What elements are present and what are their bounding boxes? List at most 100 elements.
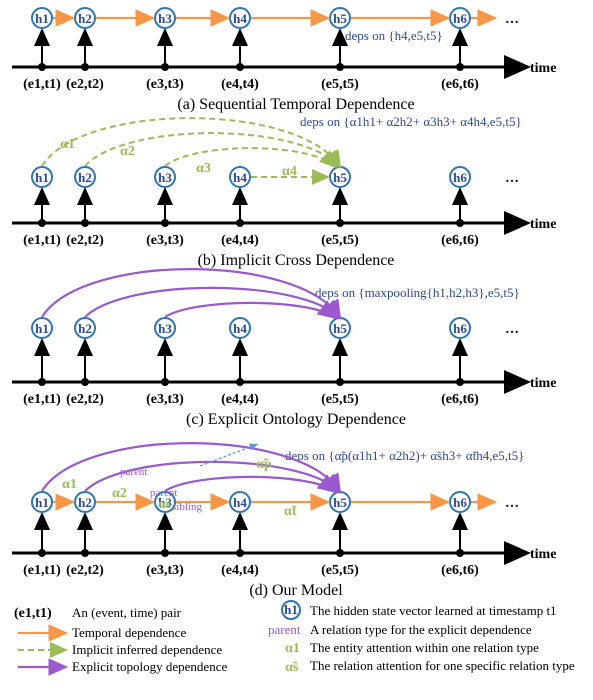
- hidden-state-node: [74, 166, 96, 188]
- explicit-arrow: [164, 300, 338, 320]
- event-time-label: (e1,t1): [23, 563, 61, 578]
- time-axis-label: time: [530, 217, 556, 232]
- hidden-state-label: h4: [233, 321, 247, 336]
- event-dot: [236, 549, 244, 557]
- event-time-label: (e5,t5): [321, 392, 359, 407]
- explicit-arrow: [84, 286, 342, 320]
- hidden-state-node: [449, 317, 471, 339]
- legend-alpha-text: The entity attention within one relation…: [310, 640, 539, 655]
- hidden-state-label: h3: [158, 321, 172, 336]
- dependency-formula: deps on {α1h1+ α2h2+ α3h3+ α4h4,e5,t5}: [300, 114, 522, 129]
- event-time-label: (e6,t6): [441, 233, 479, 248]
- hidden-state-label: h4: [233, 11, 247, 26]
- ellipsis: …: [505, 12, 519, 27]
- d-parent-2-label: parent: [150, 487, 177, 499]
- panel-caption: (c) Explicit Ontology Dependence: [186, 411, 406, 428]
- time-axis-label: time: [530, 376, 556, 391]
- d-alpha-2-label: α2: [112, 486, 127, 501]
- dependency-formula: deps on {maxpooling{h1,h2,h3},e5,t5}: [315, 285, 520, 300]
- hidden-state-node: [74, 317, 96, 339]
- event-time-label: (e3,t3): [146, 233, 184, 248]
- legend-parent-text: A relation type for the explicit depende…: [310, 622, 532, 637]
- event-time-label: (e3,t3): [146, 77, 184, 92]
- hidden-state-label: h6: [453, 321, 467, 336]
- event-dot: [456, 549, 464, 557]
- hidden-state-node: [31, 166, 53, 188]
- event-time-label: (e5,t5): [321, 77, 359, 92]
- event-dot: [81, 219, 89, 227]
- legend-alphas-symbol: α̃s: [285, 660, 299, 675]
- hidden-state-label: h5: [333, 321, 347, 336]
- relation-attention-arrow: [199, 443, 259, 467]
- event-time-label: (e3,t3): [146, 392, 184, 407]
- event-dot: [161, 378, 169, 386]
- ellipsis: …: [505, 322, 519, 337]
- event-dot: [81, 63, 89, 71]
- hidden-state-label: h1: [35, 170, 49, 185]
- event-dot: [456, 63, 464, 71]
- event-dot: [161, 549, 169, 557]
- d-alpha-1-label: α1: [62, 477, 77, 492]
- event-dot: [456, 378, 464, 386]
- explicit-arrow: [164, 474, 338, 494]
- event-dot: [236, 219, 244, 227]
- legend-hidden-node: [281, 600, 301, 620]
- event-dot: [336, 63, 344, 71]
- explicit-arrow: [41, 268, 342, 320]
- event-dot: [161, 219, 169, 227]
- implicit-arrow: [41, 117, 342, 169]
- hidden-state-label: h2: [78, 170, 92, 185]
- panel-caption: (b) Implicit Cross Dependence: [198, 252, 395, 269]
- hidden-state-label: h5: [333, 170, 347, 185]
- d-parent-1-label: parent: [120, 466, 147, 478]
- implicit-arrow: [164, 147, 338, 169]
- hidden-state-label: h1: [35, 321, 49, 336]
- event-time-label: (e4,t4): [221, 563, 259, 578]
- event-time-label: (e1,t1): [23, 233, 61, 248]
- ellipsis: …: [505, 496, 519, 511]
- event-dot: [456, 219, 464, 227]
- event-dot: [81, 378, 89, 386]
- alpha-4-label: α4: [282, 164, 297, 179]
- d-alpha-p-label: α̃p: [256, 457, 272, 472]
- legend-pair-text: An (event, time) pair: [72, 605, 182, 620]
- event-time-label: (e6,t6): [441, 392, 479, 407]
- legend: (e1,t1) An (event, time) pair Temporal d…: [14, 600, 575, 676]
- legend-alpha-symbol: α1: [285, 641, 300, 656]
- legend-alphas-text: The relation attention for one specific …: [310, 658, 575, 673]
- hidden-state-label: h6: [453, 170, 467, 185]
- event-dot: [38, 63, 46, 71]
- panel-caption: (d) Our Model: [249, 582, 343, 599]
- event-time-label: (e2,t2): [66, 233, 104, 248]
- event-dot: [236, 63, 244, 71]
- hidden-state-label: h4: [233, 495, 247, 510]
- d-sibling-label: sibling: [172, 501, 202, 513]
- dependency-formula: deps on {h4,e5,t5}: [345, 28, 443, 43]
- hidden-state-node: [31, 491, 53, 513]
- hidden-state-node: [229, 317, 251, 339]
- implicit-arrow: [84, 132, 342, 169]
- event-time-label: (e6,t6): [441, 77, 479, 92]
- d-alpha-t-label: α̃t: [284, 504, 297, 519]
- hidden-state-label: h4: [233, 170, 247, 185]
- hidden-state-label: h5: [333, 495, 347, 510]
- ellipsis: …: [505, 171, 519, 186]
- legend-explicit-text: Explicit topology dependence: [72, 659, 227, 674]
- hidden-state-label: h3: [158, 170, 172, 185]
- event-time-label: (e1,t1): [23, 77, 61, 92]
- event-time-label: (e4,t4): [221, 392, 259, 407]
- event-dot: [336, 549, 344, 557]
- legend-parent-symbol: parent: [268, 622, 301, 637]
- event-time-label: (e2,t2): [66, 77, 104, 92]
- hidden-state-label: h2: [78, 11, 92, 26]
- legend-hidden-symbol: h1: [284, 602, 298, 617]
- event-dot: [336, 219, 344, 227]
- alpha-2-label: α2: [120, 144, 135, 159]
- hidden-state-label: h2: [78, 495, 92, 510]
- legend-temporal-text: Temporal dependence: [72, 625, 186, 640]
- event-dot: [236, 378, 244, 386]
- event-dot: [81, 549, 89, 557]
- event-dot: [161, 63, 169, 71]
- hidden-state-node: [31, 317, 53, 339]
- hidden-state-node: [449, 166, 471, 188]
